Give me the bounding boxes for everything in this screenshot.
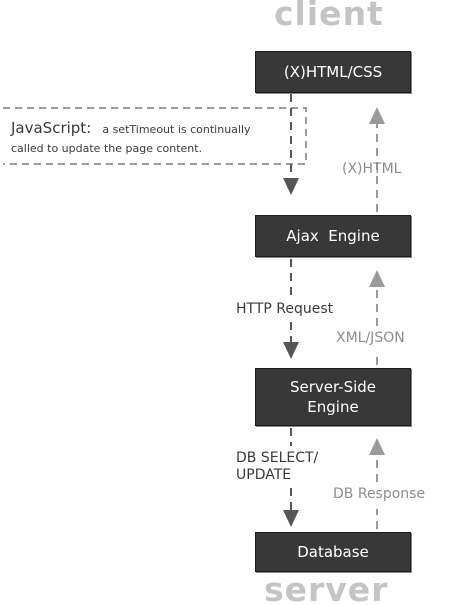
xml-json-flow-label: XML/JSON [336, 330, 405, 346]
up-arrowhead-db-to-server [369, 438, 385, 455]
javascript-note-title: JavaScript: [11, 119, 92, 137]
db-select-label-line2: UPDATE [236, 467, 292, 483]
html-css-box-label: (X)HTML/CSS [283, 63, 383, 81]
up-arrowhead-ajax-to-html [369, 107, 385, 124]
xhtml-flow-label: (X)HTML [342, 161, 402, 177]
down-arrowhead-html-to-ajax [283, 178, 299, 195]
javascript-note-desc-line1: a setTimeout is continually [102, 123, 251, 136]
javascript-note-desc-line2: called to update the page content. [11, 142, 203, 155]
html-css-box: (X)HTML/CSS [255, 51, 411, 93]
note-dashed-border [3, 107, 307, 165]
client-tier-label: client [274, 0, 384, 33]
javascript-note: JavaScript: a setTimeout is continually … [11, 118, 301, 156]
server-tier-label: server [264, 570, 389, 605]
ajax-engine-box: Ajax Engine [255, 215, 411, 257]
http-request-flow-label: HTTP Request [236, 301, 334, 317]
down-arrowhead-ajax-to-server [283, 342, 299, 359]
db-select-update-flow-label: DB SELECT/ UPDATE [236, 450, 318, 484]
database-box: Database [255, 532, 411, 572]
db-select-label-line1: DB SELECT/ [236, 450, 319, 466]
database-box-label: Database [297, 543, 369, 561]
down-arrowhead-server-to-db [283, 510, 299, 527]
server-side-engine-label-line1: Server-Side [289, 378, 377, 396]
db-response-flow-label: DB Response [333, 486, 426, 502]
server-side-engine-label-line2: Engine [307, 398, 359, 416]
ajax-engine-box-label: Ajax Engine [286, 227, 380, 245]
server-side-engine-box: Server-Side Engine [255, 368, 411, 426]
up-arrowhead-server-to-ajax [369, 270, 385, 287]
